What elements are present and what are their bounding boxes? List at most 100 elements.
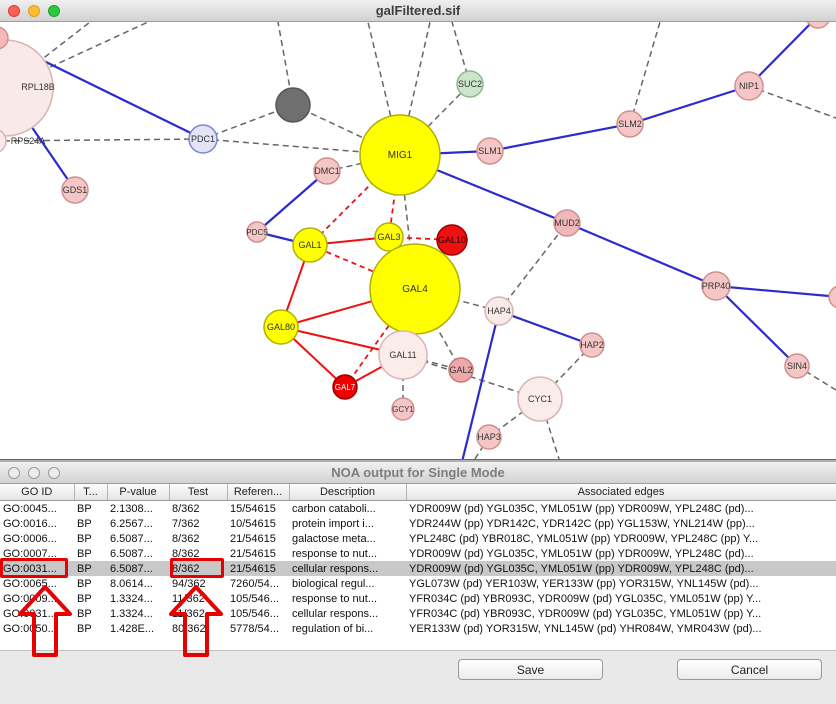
cancel-button[interactable]: Cancel <box>677 659 822 680</box>
node-topright[interactable] <box>806 22 830 29</box>
table-cell: BP <box>74 561 107 576</box>
edge-pp[interactable] <box>498 309 593 347</box>
annotation-rect-goid <box>0 558 68 578</box>
minimize-button[interactable] <box>28 5 40 17</box>
edge-pd[interactable] <box>629 22 661 125</box>
edge-pp[interactable] <box>715 284 836 298</box>
edge-pd[interactable] <box>796 365 836 391</box>
noa-window-title: NOA output for Single Mode <box>331 465 505 480</box>
table-cell: 6.5087... <box>110 547 153 560</box>
table-cell: 7260/54... <box>230 577 279 590</box>
zoom-button[interactable] <box>48 5 60 17</box>
edge-pp[interactable] <box>566 221 717 288</box>
node-gal11[interactable] <box>378 330 428 380</box>
column-header[interactable]: Referen... <box>227 484 290 501</box>
node-cyc1[interactable] <box>517 376 563 422</box>
edge-pp[interactable] <box>489 122 631 153</box>
noa-window-titlebar: NOA output for Single Mode <box>0 462 836 484</box>
column-header[interactable]: Test <box>169 484 228 501</box>
edge-pd[interactable] <box>0 138 204 142</box>
node-prp40[interactable] <box>701 271 731 301</box>
save-button[interactable]: Save <box>458 659 603 680</box>
node-label: DMC1 <box>314 166 340 176</box>
node-label: RPL18B <box>21 82 55 92</box>
table-cell: GO:0050... <box>3 622 57 635</box>
node-gal7[interactable] <box>332 374 358 400</box>
table-cell: BP <box>77 532 92 545</box>
node-rps24a[interactable] <box>0 129 7 153</box>
node-slm2[interactable] <box>616 110 644 138</box>
edge-pd[interactable] <box>399 83 471 156</box>
network-graph[interactable]: RPL18BRPS24AGDS1PDC1DMC1MIG1SUC2SLM1SLM2… <box>0 22 836 459</box>
column-header[interactable]: Description <box>289 484 407 501</box>
edge-pd[interactable] <box>748 85 836 119</box>
table-cell: YFR034C (pd) YBR093C, YDR009W (pd) YGL03… <box>409 592 762 605</box>
table-cell: 1.3324... <box>110 592 153 605</box>
table-cell: biological regul... <box>292 577 375 590</box>
node-hap3[interactable] <box>476 424 502 450</box>
node-gal2[interactable] <box>448 357 474 383</box>
node-mud2[interactable] <box>553 209 581 237</box>
node-label: RPS24A <box>11 136 46 146</box>
close-button[interactable] <box>8 467 20 479</box>
node-label: PRP40 <box>702 281 731 291</box>
node-gcy1[interactable] <box>391 397 415 421</box>
edge-pp[interactable] <box>461 310 501 459</box>
table-cell: YDR009W (pd) YGL035C, YML051W (pp) YDR00… <box>409 547 754 560</box>
table-cell: 105/546... <box>230 607 279 620</box>
table-cell: BP <box>77 577 92 590</box>
edge-pp[interactable] <box>256 170 328 233</box>
edge-pp[interactable] <box>715 285 798 367</box>
node-gray-node[interactable] <box>275 87 311 123</box>
table-cell: BP <box>77 607 92 620</box>
table-cell: 80/362 <box>172 622 206 635</box>
node-hap4[interactable] <box>484 296 514 326</box>
column-header[interactable]: P-value <box>107 484 170 501</box>
edge-pd[interactable] <box>4 22 149 89</box>
node-gal3[interactable] <box>374 222 404 252</box>
node-mig1[interactable] <box>359 114 441 196</box>
node-label: GDS1 <box>63 185 88 195</box>
node-gal80[interactable] <box>263 309 299 345</box>
node-label: HAP3 <box>477 432 501 442</box>
column-header[interactable]: Associated edges <box>406 484 836 501</box>
node-hap2[interactable] <box>579 332 605 358</box>
edge-pp[interactable] <box>748 22 818 87</box>
node-nip1[interactable] <box>734 71 764 101</box>
node-dmc1[interactable] <box>313 157 341 185</box>
node-label: GAL3 <box>377 232 400 242</box>
node-gal10[interactable] <box>436 224 468 256</box>
table-cell: 21/54615 <box>230 547 276 560</box>
node-suc2[interactable] <box>456 70 484 98</box>
minimize-button[interactable] <box>28 467 40 479</box>
node-right-edge[interactable] <box>828 285 836 309</box>
node-sin4[interactable] <box>784 353 810 379</box>
edge-pd[interactable] <box>4 22 91 89</box>
column-header[interactable]: GO ID <box>0 484 75 501</box>
edge-pp[interactable] <box>629 84 750 126</box>
zoom-button[interactable] <box>48 467 60 479</box>
node-gal1[interactable] <box>292 227 328 263</box>
column-header[interactable]: T... <box>74 484 108 501</box>
close-button[interactable] <box>8 5 20 17</box>
node-label: GAL10 <box>438 235 466 245</box>
node-pdc5[interactable] <box>246 221 268 243</box>
node-slm1[interactable] <box>476 137 504 165</box>
node-pdc1[interactable] <box>188 124 218 154</box>
node-topleft[interactable] <box>0 26 9 50</box>
table-cell: 105/546... <box>230 592 279 605</box>
edge-pd[interactable] <box>498 222 568 312</box>
node-gds1[interactable] <box>61 176 89 204</box>
